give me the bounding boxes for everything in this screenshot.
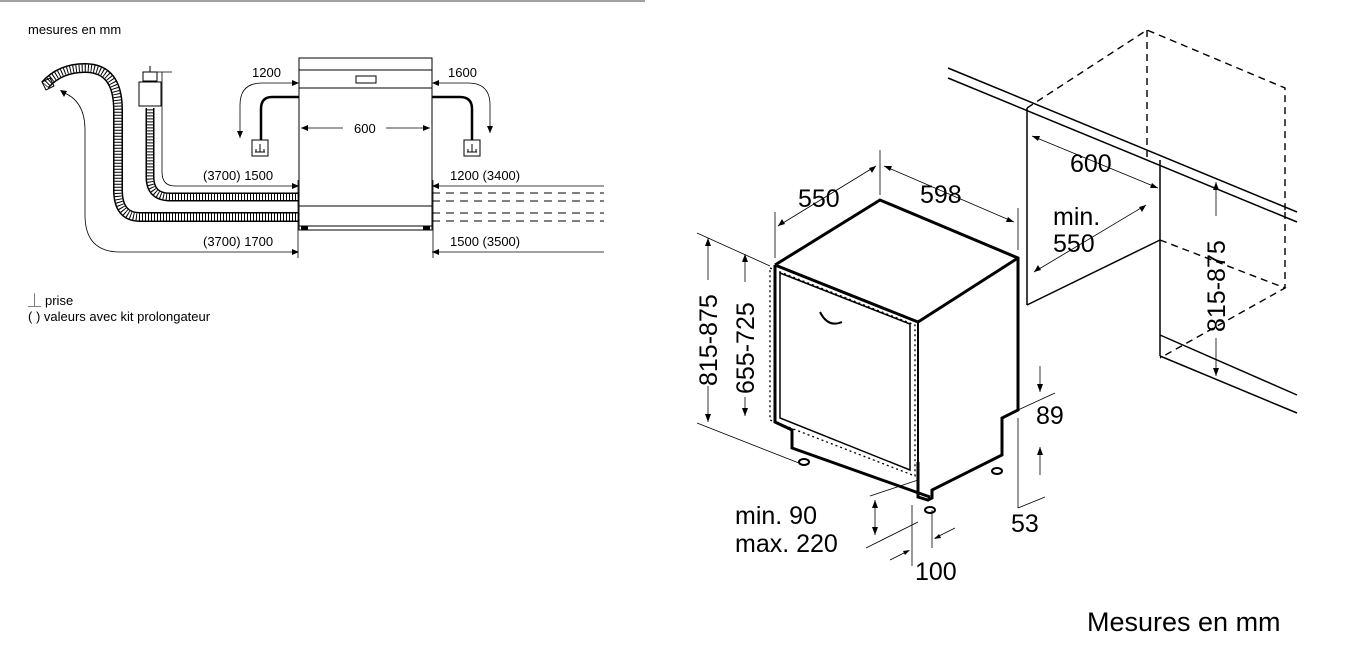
plinth-range-min: min. 90	[735, 502, 817, 530]
right-hose-routing	[432, 180, 604, 258]
units-note-large: Mesures en mm	[1087, 607, 1281, 637]
hose-inlet-left-length: (3700) 1500	[203, 168, 273, 183]
foot-offset: 53	[1011, 510, 1039, 538]
appliance-front	[298, 57, 433, 231]
isometric-diagram: 600 min. 550 815-875	[695, 29, 1298, 637]
width-dimension: 598	[920, 181, 962, 209]
niche-width: 600	[1070, 150, 1112, 178]
dim-600-width: 600	[354, 121, 376, 136]
hose-drain-right-length: 1500 (3500)	[450, 234, 520, 249]
power-cords	[237, 80, 493, 157]
niche-height-range: 815-875	[1203, 240, 1231, 332]
legend: ⏊ prise ( ) valeurs avec kit prolongateu…	[28, 293, 211, 324]
plinth-height: 89	[1036, 402, 1064, 430]
niche-depth-label: min.	[1053, 203, 1100, 231]
hose-inlet-right-length: 1200 (3400)	[450, 168, 520, 183]
water-hoses	[41, 62, 299, 258]
depth-dimension: 550	[798, 185, 840, 213]
height-range: 815-875	[695, 294, 723, 386]
plinth-range-max: max. 220	[735, 530, 838, 558]
dim-1600-right: 1600	[448, 65, 477, 80]
dishwasher-body	[769, 198, 1020, 514]
hose-drain-left-length: (3700) 1700	[203, 234, 273, 249]
units-note-small: mesures en mm	[28, 22, 121, 37]
dim-1200-left: 1200	[252, 65, 281, 80]
foot-setback: 100	[915, 558, 957, 586]
niche-outline	[947, 29, 1298, 414]
niche-depth-value: 550	[1053, 230, 1095, 258]
outlet-symbol-icon: ⏊	[28, 293, 41, 308]
legend-extension-kit: ( ) valeurs avec kit prolongateur	[28, 309, 211, 324]
legend-outlet: prise	[45, 293, 73, 308]
front-view-diagram: mesures en mm	[0, 0, 645, 324]
door-height-range: 655-725	[732, 302, 760, 394]
